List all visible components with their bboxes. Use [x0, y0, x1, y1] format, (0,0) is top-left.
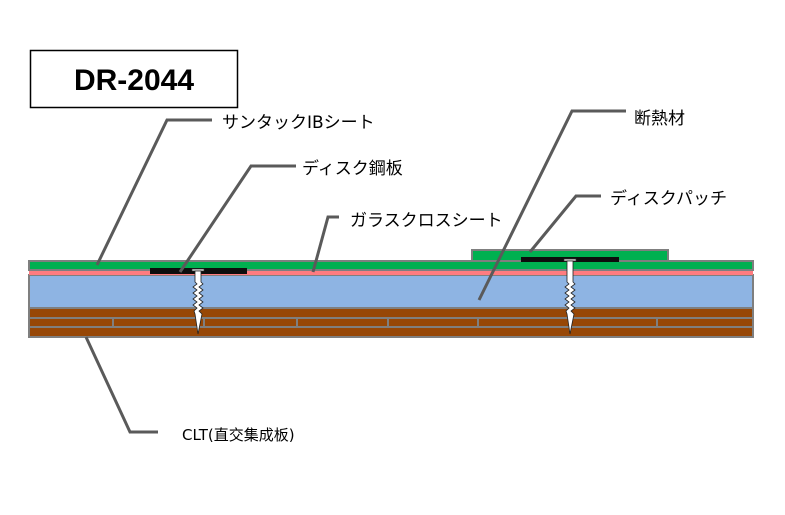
label-santack-ib-sheet: サンタックIBシート — [222, 113, 375, 133]
insulation-layer — [28, 274, 754, 309]
screw-icon — [191, 268, 205, 335]
leader-glass-cloth — [311, 215, 339, 273]
glass-cloth-layer — [29, 270, 753, 275]
screw-icon — [563, 258, 577, 335]
label-disc-patch: ディスクパッチ — [610, 188, 727, 209]
title-text: DR-2044 — [74, 64, 194, 97]
membrane-layer — [28, 260, 754, 271]
leader-disc-patch — [528, 194, 601, 253]
label-insulation: 断熱材 — [634, 109, 685, 129]
leader-santack — [95, 118, 212, 266]
leader-clt — [84, 336, 158, 434]
leader-disc-steel — [178, 164, 296, 273]
leader-insulation — [477, 109, 626, 301]
label-glass-cloth-sheet: ガラスクロスシート — [350, 211, 503, 231]
label-disc-steel-plate: ディスク鋼板 — [302, 158, 403, 179]
title-box: DR-2044 — [29, 49, 239, 109]
label-clt: CLT(直交集成板) — [182, 426, 295, 444]
clt-layer — [28, 307, 754, 338]
